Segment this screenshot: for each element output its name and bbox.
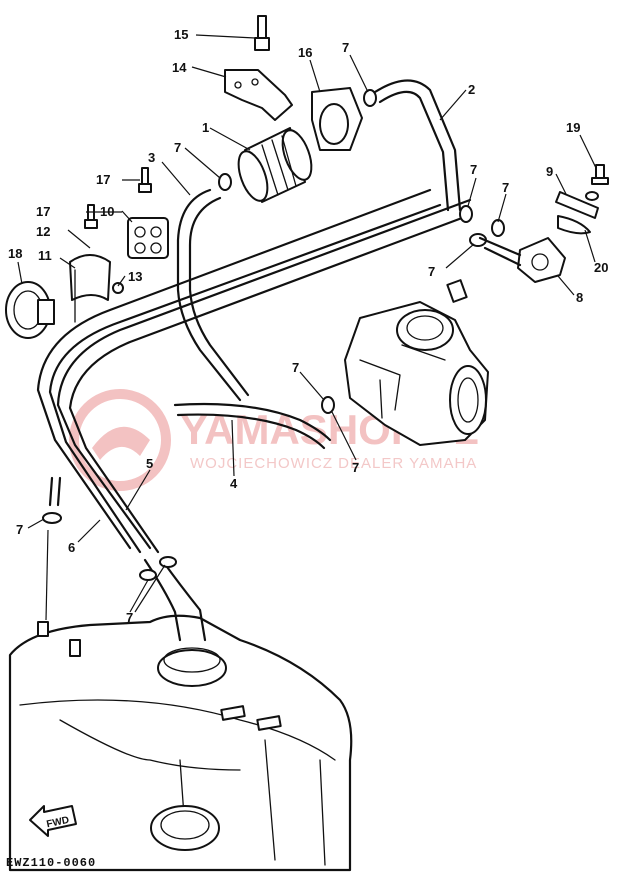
leader-lines bbox=[17, 34, 597, 621]
bolt-15 bbox=[254, 15, 270, 51]
callout-7f: 7 bbox=[292, 360, 299, 375]
callout-19: 19 bbox=[566, 120, 580, 135]
forward-label: FWD bbox=[46, 815, 71, 830]
vent-hose bbox=[48, 476, 62, 507]
callout-2: 2 bbox=[468, 82, 475, 97]
callout-7b: 7 bbox=[174, 140, 181, 155]
filter-bracket bbox=[311, 87, 363, 151]
callout-16: 16 bbox=[298, 45, 312, 60]
callout-7d: 7 bbox=[502, 180, 509, 195]
callout-3: 3 bbox=[148, 150, 155, 165]
fuel-filler-neck bbox=[150, 805, 220, 851]
callout-5: 5 bbox=[146, 456, 153, 471]
callout-7c: 7 bbox=[470, 162, 477, 177]
callout-13: 13 bbox=[128, 269, 142, 284]
callout-10: 10 bbox=[100, 204, 114, 219]
watermark-subtitle: WOJCIECHOWICZ DEALER YAMAHA bbox=[190, 455, 477, 472]
forward-arrow: FWD bbox=[29, 805, 77, 837]
fuel-sender-unit bbox=[157, 649, 227, 687]
callout-4: 4 bbox=[230, 476, 238, 491]
fuel-cock-parts bbox=[555, 164, 609, 235]
bracket-14 bbox=[224, 69, 293, 121]
hose-3 bbox=[176, 188, 250, 402]
callout-1: 1 bbox=[202, 120, 209, 135]
hose-4 bbox=[173, 402, 332, 450]
bolts-17 bbox=[84, 167, 152, 229]
callout-7h: 7 bbox=[16, 522, 23, 537]
callout-18: 18 bbox=[8, 246, 22, 261]
callout-7i: 7 bbox=[126, 610, 133, 625]
band-18 bbox=[5, 281, 55, 339]
clamp-assembly bbox=[69, 254, 124, 323]
callout-6: 6 bbox=[68, 540, 75, 555]
callout-7a: 7 bbox=[342, 40, 349, 55]
callout-7g: 7 bbox=[352, 460, 359, 475]
hose-joint bbox=[127, 217, 169, 259]
fuel-cock bbox=[478, 236, 566, 283]
callout-17a: 17 bbox=[96, 172, 110, 187]
hose-clamps bbox=[42, 89, 505, 581]
callout-11: 11 bbox=[38, 248, 52, 263]
callout-12: 12 bbox=[36, 224, 50, 239]
diagram-code: EWZ110-0060 bbox=[6, 856, 96, 870]
callout-9: 9 bbox=[546, 164, 553, 179]
callout-7e: 7 bbox=[428, 264, 435, 279]
hose-2 bbox=[373, 79, 462, 212]
carburetor bbox=[344, 279, 489, 446]
fuel-tank bbox=[8, 614, 353, 872]
callout-numbers: 15 14 16 7 2 1 7 3 17 17 10 12 11 18 13 … bbox=[8, 27, 608, 625]
callout-20: 20 bbox=[594, 260, 608, 275]
callout-14: 14 bbox=[172, 60, 187, 75]
callout-17b: 17 bbox=[36, 204, 50, 219]
callout-15: 15 bbox=[174, 27, 188, 42]
fuel-filter bbox=[237, 127, 313, 203]
callout-8: 8 bbox=[576, 290, 583, 305]
